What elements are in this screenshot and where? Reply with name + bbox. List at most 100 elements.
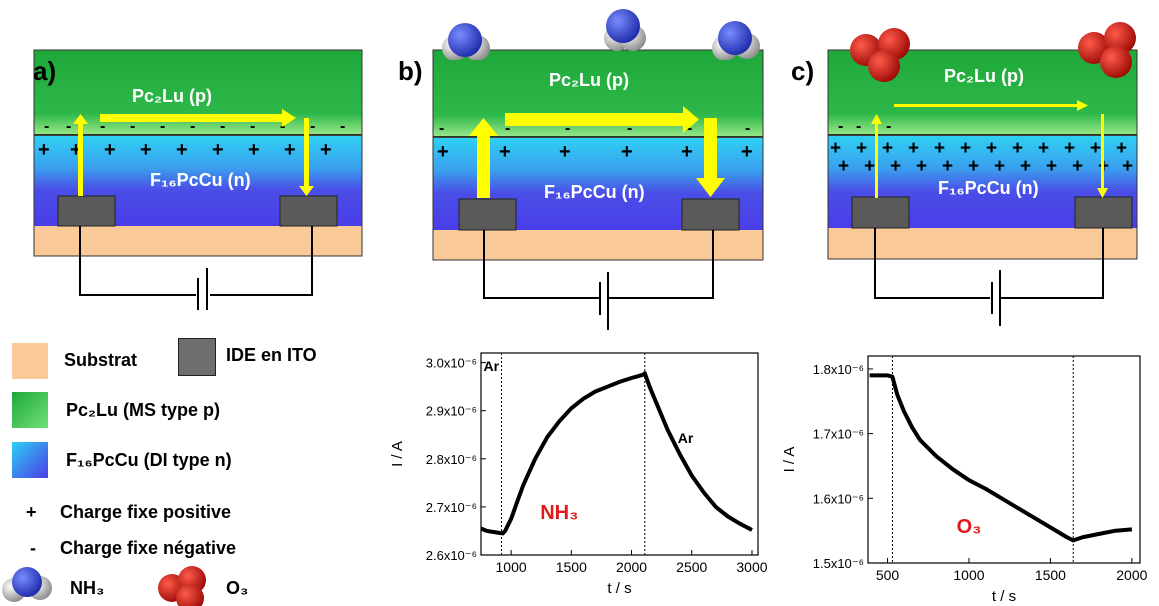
svg-text:+: +	[934, 138, 945, 159]
x-axis-label: t / s	[607, 580, 631, 597]
o3-molecules	[850, 22, 1136, 82]
svg-text:+: +	[942, 156, 953, 177]
svg-text:+: +	[1012, 138, 1023, 159]
legend-ide: IDE en ITO	[226, 345, 317, 365]
x-tick-label: 1000	[496, 559, 527, 575]
legend-negative-charge: Charge fixe négative	[60, 538, 237, 558]
current-curve	[480, 371, 753, 536]
svg-text:+: +	[681, 141, 693, 163]
svg-text:+: +	[838, 156, 849, 177]
svg-text:-: -	[439, 120, 444, 137]
legend-nh3: NH₃	[70, 578, 105, 598]
svg-text:+: +	[882, 138, 893, 159]
panel-label: a)	[33, 56, 57, 86]
svg-text:+: +	[284, 139, 296, 161]
top-layer-label: Pc₂Lu (p)	[549, 70, 629, 90]
nh3-molecules	[442, 9, 760, 60]
svg-text:+: +	[908, 138, 919, 159]
svg-text:+: +	[320, 139, 332, 161]
substrate-layer	[433, 230, 763, 260]
svg-text:-: -	[44, 118, 49, 135]
svg-text:+: +	[916, 156, 927, 177]
svg-text:+: +	[1090, 138, 1101, 159]
charge-flow-arrows	[871, 100, 1108, 198]
panel-c-device: --- ++++ ++++ ++++ ++++ ++++ ++++	[827, 49, 1138, 326]
svg-text:-: -	[745, 120, 750, 137]
plus-symbol: +	[26, 502, 37, 522]
charge-flow-arrows	[73, 109, 314, 196]
svg-text:+: +	[212, 139, 224, 161]
circuit	[483, 230, 714, 330]
positive-charges: +++ +++	[437, 141, 753, 163]
y-tick-label: 1.5x10⁻⁶	[813, 556, 864, 571]
panel-label: c)	[791, 56, 815, 86]
top-layer-label: Pc₂Lu (p)	[944, 66, 1024, 86]
x-tick-label: 2500	[676, 559, 707, 575]
svg-text:-: -	[310, 118, 315, 135]
current-curve	[869, 373, 1133, 543]
y-tick-label: 2.7x10⁻⁶	[426, 500, 477, 515]
svg-text:-: -	[886, 118, 891, 135]
gas-annotation: Ar	[678, 430, 694, 446]
y-axis-label: I / A	[389, 441, 406, 467]
svg-text:+: +	[830, 138, 841, 159]
svg-text:+: +	[38, 139, 50, 161]
x-tick-label: 1500	[1035, 567, 1066, 583]
svg-text:+: +	[621, 141, 633, 163]
svg-text:-: -	[340, 118, 345, 135]
svg-text:-: -	[100, 118, 105, 135]
svg-text:-: -	[856, 118, 861, 135]
nh3-molecule-icon	[604, 9, 646, 51]
electrode-left	[57, 195, 116, 227]
negative-charges: ---	[838, 118, 891, 135]
svg-text:+: +	[856, 138, 867, 159]
positive-charges: ++++ ++++ ++++ ++++ ++++ ++++	[830, 138, 1133, 177]
y-tick-label: 2.6x10⁻⁶	[426, 548, 477, 563]
substrate-layer	[34, 226, 362, 256]
svg-text:+: +	[994, 156, 1005, 177]
electrode-left	[458, 198, 517, 231]
svg-text:+: +	[1116, 138, 1127, 159]
negative-charges: --- ---	[439, 120, 750, 137]
svg-text:-: -	[190, 118, 195, 135]
o3-molecule-icon	[850, 28, 910, 82]
svg-text:+: +	[986, 138, 997, 159]
y-tick-label: 1.6x10⁻⁶	[813, 491, 864, 506]
svg-text:+: +	[1046, 156, 1057, 177]
y-tick-label: 2.8x10⁻⁶	[426, 452, 477, 467]
panel-label: b)	[398, 56, 423, 86]
bottom-layer-label: F₁₆PcCu (n)	[938, 178, 1039, 198]
substrate-swatch	[12, 343, 48, 379]
top-layer-label: Pc₂Lu (p)	[132, 86, 212, 106]
f16pccu-swatch	[12, 442, 48, 478]
svg-text:-: -	[505, 120, 510, 137]
svg-text:+: +	[741, 141, 753, 163]
x-tick-label: 2000	[1116, 567, 1147, 583]
svg-text:-: -	[838, 118, 843, 135]
svg-text:+: +	[248, 139, 260, 161]
svg-text:-: -	[250, 118, 255, 135]
y-tick-label: 1.8x10⁻⁶	[813, 362, 864, 377]
svg-text:-: -	[66, 118, 71, 135]
electrode-right	[681, 198, 740, 231]
positive-charges: +++ +++ +++	[38, 139, 332, 161]
x-tick-label: 1000	[953, 567, 984, 583]
legend-substrate: Substrat	[64, 350, 138, 370]
svg-text:+: +	[104, 139, 116, 161]
panel-a-device: --- --- --- -- +++ +++ +++	[33, 49, 363, 310]
x-tick-label: 2000	[616, 559, 647, 575]
x-tick-label: 500	[876, 567, 900, 583]
plot-frame	[480, 352, 759, 556]
o3-legend-icon	[158, 566, 206, 606]
svg-text:+: +	[499, 141, 511, 163]
svg-text:+: +	[864, 156, 875, 177]
o3-molecule-icon	[1078, 22, 1136, 78]
gas-label: NH₃	[540, 502, 578, 524]
minus-symbol: -	[30, 538, 36, 558]
svg-text:+: +	[176, 139, 188, 161]
svg-text:+: +	[559, 141, 571, 163]
pc2lu-swatch	[12, 392, 48, 428]
